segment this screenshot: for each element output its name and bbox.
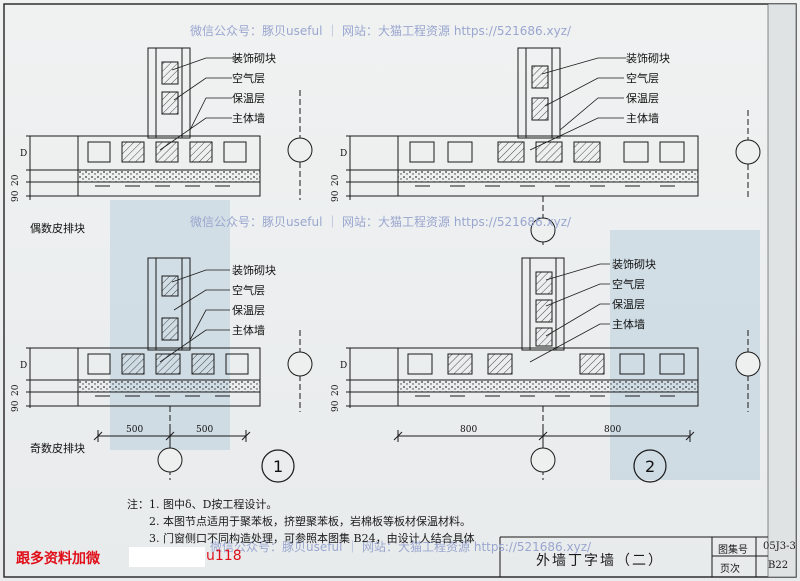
dim-500-b: 500 — [196, 425, 213, 435]
insulation-layer — [77, 169, 261, 183]
atlas-number-value: 05J3-3 — [763, 541, 796, 552]
label-air-layer: 空气层 — [626, 71, 659, 85]
label-decorative-block: 装饰砌块 — [612, 257, 656, 271]
dim-d: D — [340, 149, 347, 159]
main-wall — [397, 391, 699, 407]
detail-number-1: 1 — [261, 449, 295, 483]
dim-90: 90 — [11, 190, 21, 202]
watermark-bottom: 微信公众号：豚贝useful ｜ 网站：大猫工程资源 https://52168… — [210, 540, 592, 554]
label-insulation: 保温层 — [626, 91, 659, 105]
dim-d: D — [340, 361, 347, 371]
notes-block: 注：1. 图中δ、D按工程设计。 2. 本图节点适用于聚苯板，挤塑聚苯板，岩棉板… — [127, 496, 475, 547]
main-wall — [397, 181, 699, 197]
label-decorative-block: 装饰砌块 — [232, 263, 276, 277]
note-line-3: 3. 门窗侧口不同构造处理，可参照本图集 B24，由设计人结合具体 — [149, 532, 475, 545]
wing-wall — [147, 257, 191, 351]
leaders-bottom-left — [159, 269, 230, 363]
dim-90: 90 — [331, 400, 341, 412]
layer-labels-bottom-left: 装饰砌块 空气层 保温层 主体墙 — [232, 263, 276, 337]
label-main-wall: 主体墙 — [626, 111, 659, 125]
leaders-top-left — [159, 57, 240, 151]
dim-20: 20 — [11, 174, 21, 186]
wing-wall — [521, 257, 565, 351]
detail-even-left — [26, 47, 313, 200]
label-air-layer: 空气层 — [232, 71, 265, 85]
note-line-1: 注：1. 图中δ、D按工程设计。 — [127, 498, 278, 511]
dim-90: 90 — [331, 190, 341, 202]
caption-odd-courses: 奇数皮排块 — [30, 441, 85, 455]
insulation-layer — [77, 379, 261, 393]
ad-id: u118 — [206, 548, 242, 564]
dim-800-a: 800 — [460, 425, 477, 435]
layer-labels-top-right: 装饰砌块 空气层 保温层 主体墙 — [626, 51, 670, 125]
layer-labels-bottom-right: 装饰砌块 空气层 保温层 主体墙 — [612, 257, 656, 331]
label-main-wall: 主体墙 — [232, 111, 265, 125]
svg-text:1: 1 — [273, 457, 283, 476]
dim-90: 90 — [11, 400, 21, 412]
label-insulation: 保温层 — [232, 303, 265, 317]
label-air-layer: 空气层 — [612, 277, 645, 291]
leaders-bottom-right — [529, 263, 610, 363]
watermark-middle: 微信公众号：豚贝useful ｜ 网站：大猫工程资源 https://52168… — [190, 215, 572, 229]
dim-d: D — [20, 149, 27, 159]
watermark-top: 微信公众号：豚贝useful ｜ 网站：大猫工程资源 https://52168… — [190, 24, 572, 38]
binding-margin — [767, 3, 797, 578]
label-decorative-block: 装饰砌块 — [232, 51, 276, 65]
page-value: B22 — [768, 560, 789, 571]
label-insulation: 保温层 — [232, 91, 265, 105]
insulation-layer — [397, 169, 699, 183]
wing-wall — [517, 47, 561, 139]
label-decorative-block: 装饰砌块 — [626, 51, 670, 65]
ad-text: 跟多资料加微 — [16, 551, 100, 567]
ad-redaction-box — [129, 547, 205, 567]
wing-wall — [147, 47, 191, 139]
page-label: 页次 — [720, 564, 740, 575]
label-main-wall: 主体墙 — [232, 323, 265, 337]
dim-d: D — [20, 361, 27, 371]
detail-even-right — [346, 47, 761, 245]
note-line-2: 2. 本图节点适用于聚苯板，挤塑聚苯板，岩棉板等板材保温材料。 — [149, 515, 471, 528]
atlas-number-label: 图集号 — [718, 545, 748, 556]
drawing-title: 外墙丁字墙（二） — [536, 553, 664, 569]
dimension-text: D 20 90 D 20 90 D 20 90 D 20 90 500 500 … — [11, 149, 621, 435]
layer-labels-top-left: 装饰砌块 空气层 保温层 主体墙 — [232, 51, 276, 125]
dim-500-a: 500 — [126, 425, 143, 435]
insulation-layer — [397, 379, 699, 393]
svg-text:2: 2 — [645, 457, 655, 476]
dim-800-b: 800 — [604, 425, 621, 435]
detail-odd-right — [346, 257, 761, 480]
dim-20: 20 — [11, 384, 21, 396]
title-block — [499, 536, 768, 577]
detail-odd-left — [26, 257, 313, 480]
label-main-wall: 主体墙 — [612, 317, 645, 331]
dim-20: 20 — [331, 384, 341, 396]
label-insulation: 保温层 — [612, 297, 645, 311]
label-air-layer: 空气层 — [232, 283, 265, 297]
main-wall — [77, 391, 261, 407]
detail-number-2: 2 — [633, 449, 667, 483]
leaders-top-right — [529, 57, 626, 151]
dim-20: 20 — [331, 174, 341, 186]
caption-even-courses: 偶数皮排块 — [30, 221, 85, 235]
ghost-background — [110, 200, 760, 480]
main-wall — [77, 181, 261, 197]
